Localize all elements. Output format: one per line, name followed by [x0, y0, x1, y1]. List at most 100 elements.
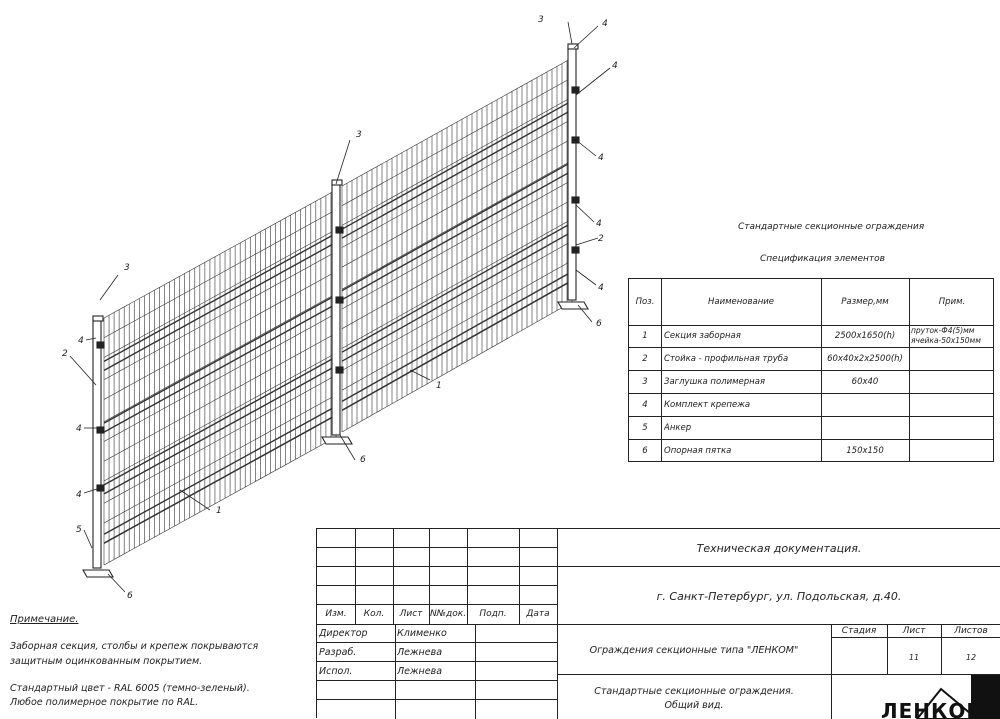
- stamp-line: [831, 624, 832, 719]
- logo-text: ЛЕНКОМ: [881, 699, 988, 719]
- leader-line: [85, 337, 97, 341]
- clamp: [571, 136, 580, 144]
- mesh-wire: [341, 138, 573, 268]
- spec-pos: 1: [642, 331, 648, 341]
- spec-pos: 6: [642, 446, 648, 456]
- spec-title: Стандартные секционные ограждения: [738, 222, 925, 232]
- stamp-stage-label: Стадия: [841, 625, 877, 636]
- stamp-line: [317, 624, 557, 625]
- stamp-col-header: Дата: [526, 609, 550, 619]
- stamp-col-header: Кол.: [363, 609, 385, 619]
- post: [331, 183, 341, 436]
- clamp: [96, 426, 105, 434]
- mesh-fold: [341, 100, 573, 230]
- clamp: [571, 86, 580, 94]
- callout-number: 4: [76, 424, 82, 434]
- mesh-wire: [341, 96, 573, 226]
- stamp-line: [941, 624, 942, 674]
- stamp-drawing-title: Общий вид.: [664, 699, 724, 711]
- mesh-wire: [341, 218, 573, 349]
- mesh-fold: [103, 232, 337, 363]
- callout-number: 4: [76, 490, 82, 500]
- mesh-wire: [103, 436, 337, 566]
- stamp-line: [557, 566, 1000, 567]
- stamp-line: [557, 624, 1000, 625]
- callout-number: 1: [436, 381, 442, 391]
- leader-line: [107, 573, 126, 593]
- stamp-col-header: N№док.: [429, 609, 467, 619]
- mesh-fold: [341, 109, 573, 239]
- stamp-address: г. Санкт-Петербург, ул. Подольская, д.40…: [656, 589, 902, 603]
- spec-row-line: [629, 347, 993, 348]
- stamp-name: Лежнева: [397, 647, 443, 658]
- spec-row-line: [629, 439, 993, 440]
- post: [567, 47, 577, 301]
- leader-line: [575, 139, 597, 157]
- stamp-col-header: Лист: [399, 609, 423, 619]
- spec-subtitle: Спецификация элементов: [760, 254, 885, 264]
- spec-header: Поз.: [635, 297, 655, 307]
- clamp: [571, 246, 580, 254]
- mesh-wire: [341, 240, 573, 371]
- stamp-line: [831, 637, 1000, 638]
- spec-note: пруток-Ф4(5)мм: [911, 326, 975, 335]
- stamp-line: [317, 585, 557, 586]
- spec-header: Наименование: [707, 297, 775, 307]
- notes-line-1: Заборная секция, столбы и крепеж покрыва…: [10, 641, 259, 652]
- spec-row-line: [629, 325, 993, 326]
- stamp-name: Лежнева: [397, 666, 443, 677]
- stamp-role: Директор: [319, 628, 368, 639]
- spec-pos: 2: [642, 353, 648, 364]
- notes-line-3: Стандартный цвет - RAL 6005 (темно-зелен…: [10, 683, 250, 694]
- leader-line: [83, 529, 93, 549]
- post: [92, 319, 102, 569]
- callout-number: 4: [602, 19, 608, 29]
- mesh-wire: [103, 271, 337, 400]
- logo-house-icon: [877, 675, 1000, 719]
- spec-row-line: [629, 393, 993, 394]
- mesh-fold: [341, 231, 573, 362]
- leader-line: [339, 434, 356, 461]
- mesh-wire: [103, 189, 337, 319]
- stamp-line: [317, 661, 557, 662]
- mesh-fold: [341, 161, 573, 292]
- stamp-doc-type: Техническая документация.: [696, 541, 862, 555]
- mesh-wire: [103, 394, 337, 524]
- mesh-wire: [103, 332, 337, 462]
- stamp-sheet: 11: [908, 653, 920, 662]
- clamp: [96, 341, 105, 349]
- mesh-fold: [103, 414, 337, 544]
- leader-line: [83, 487, 101, 494]
- stamp-line: [467, 529, 468, 624]
- callout-number: 3: [538, 15, 544, 25]
- stamp-line: [393, 529, 394, 624]
- notes-line-2: защитным оцинкованным покрытием.: [10, 656, 203, 667]
- clamp: [96, 484, 105, 492]
- callout-number: 6: [127, 591, 133, 601]
- leader-line: [99, 274, 119, 301]
- base-plate: [82, 569, 114, 578]
- mesh-fold: [103, 303, 337, 433]
- logo: ЛЕНКОМ: [877, 675, 1000, 719]
- mesh-fold: [341, 170, 573, 301]
- stamp-sheets: 12: [965, 653, 977, 662]
- mesh-wire: [103, 229, 337, 358]
- spec-row-line: [629, 416, 993, 417]
- stamp-sheets-label: Листов: [954, 625, 988, 636]
- callout-number: 4: [78, 336, 84, 346]
- spec-pos: 4: [642, 399, 648, 410]
- spec-name: Анкер: [664, 422, 692, 433]
- stamp-line: [429, 529, 430, 624]
- stamp-line: [887, 624, 888, 674]
- stamp-col-header: Подп.: [479, 609, 507, 619]
- spec-size: [824, 393, 906, 416]
- spec-size: [824, 416, 906, 439]
- callout-number: 2: [62, 349, 68, 359]
- callout-number: 5: [76, 525, 82, 535]
- spec-header: Прим.: [938, 297, 966, 307]
- mesh-wire: [103, 293, 337, 423]
- stamp-line: [317, 547, 557, 548]
- leader-line: [573, 25, 599, 49]
